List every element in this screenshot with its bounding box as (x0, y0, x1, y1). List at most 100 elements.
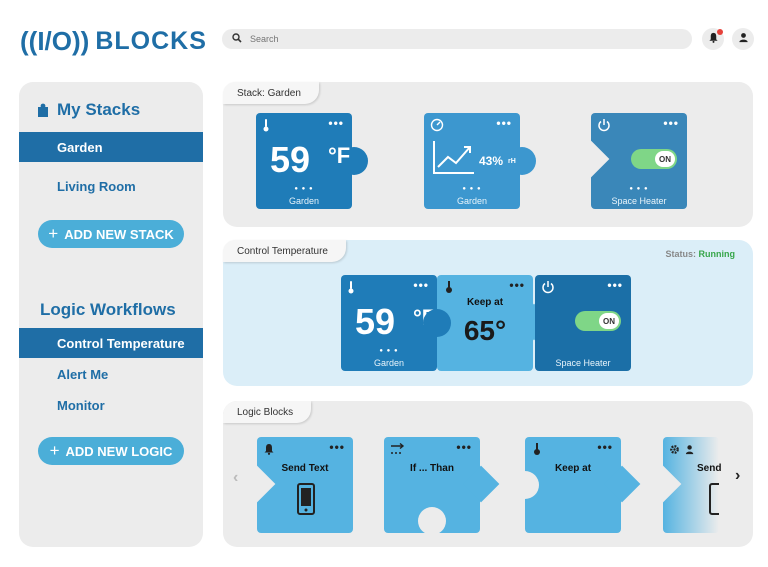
humidity-value: 43% (479, 154, 504, 168)
control-heater-tile[interactable]: ••• ON Space Heater (535, 275, 631, 371)
sidebar-item-garden[interactable]: Garden (19, 132, 203, 162)
more-icon[interactable]: ••• (456, 440, 472, 454)
tile-connector (340, 147, 368, 175)
pager-dots[interactable]: ● ● ● (629, 186, 649, 192)
keep-at-tile[interactable]: ••• Keep at 65° (423, 275, 553, 371)
trend-chart-icon (432, 139, 476, 180)
tile-connector (423, 309, 451, 337)
power-icon (597, 118, 611, 137)
phone-icon (709, 483, 727, 520)
add-logic-label: ADD NEW LOGIC (65, 443, 173, 459)
logic-block-label: If ... Than (410, 463, 454, 474)
toggle-state: ON (655, 151, 675, 167)
logic-block-if-than[interactable]: ••• If ... Than (384, 437, 500, 535)
keep-at-value: 65° (463, 315, 507, 346)
control-panel: Control Temperature Status: Running ••• … (223, 240, 753, 386)
sidebar-item-label: Alert Me (57, 366, 109, 382)
more-icon[interactable]: ••• (413, 278, 429, 292)
logic-block-label: Keep at (554, 463, 592, 474)
add-stack-button[interactable]: + ADD NEW STACK (38, 220, 184, 248)
sidebar-item-label: Garden (57, 139, 103, 155)
heater-toggle[interactable]: ON (631, 149, 677, 169)
scroll-right-button[interactable]: › (735, 467, 741, 484)
tile-label: Garden (456, 196, 488, 206)
my-stacks-heading: My Stacks (37, 100, 140, 120)
thermostat-icon (531, 442, 543, 461)
thermometer-icon (347, 280, 355, 299)
temperature-value: 59 (355, 301, 396, 342)
logo[interactable]: ((I/O)) BLOCKS (20, 22, 207, 60)
logic-block-label: Send (697, 463, 722, 474)
pager-dots[interactable]: ● ● ● (379, 348, 399, 354)
search-bar[interactable] (222, 29, 692, 49)
search-icon (232, 30, 242, 48)
logo-mark: ((I/O)) (20, 25, 90, 56)
logic-block-send-partial[interactable]: Send (644, 437, 727, 533)
more-icon[interactable]: ••• (329, 440, 345, 454)
tile-label: Garden (373, 358, 405, 368)
humidity-tile[interactable]: ••• 43% rH ● ● ● Garden (424, 113, 536, 209)
logic-block-send-text[interactable]: ••• Send Text (238, 437, 353, 533)
logo-text: BLOCKS (95, 26, 207, 55)
bell-icon (263, 442, 275, 460)
tile-label: Garden (288, 196, 320, 206)
logic-block-label: Send Text (281, 463, 329, 474)
user-icon (738, 30, 749, 48)
more-icon[interactable]: ••• (496, 116, 512, 130)
sidebar-item-label: Control Temperature (57, 335, 185, 351)
toggle-state: ON (599, 313, 619, 329)
thermometer-icon (262, 118, 270, 137)
more-icon[interactable]: ••• (328, 116, 344, 130)
puzzle-icon (37, 103, 49, 117)
more-icon[interactable]: ••• (509, 278, 525, 292)
sidebar-item-monitor[interactable]: Monitor (19, 390, 203, 420)
humidity-unit: rH (508, 158, 516, 165)
tile-socket (511, 471, 539, 499)
bell-icon (708, 30, 719, 48)
sidebar-item-living-room[interactable]: Living Room (19, 171, 203, 201)
logic-block-keep-at[interactable]: ••• Keep at (511, 437, 641, 533)
sidebar: My Stacks Garden Living Room + ADD NEW S… (19, 82, 203, 547)
tile-socket (644, 465, 682, 503)
profile-button[interactable] (732, 28, 754, 50)
space-heater-tile[interactable]: ••• ON ● ● ● Space Heater (572, 113, 687, 209)
tile-connector (508, 147, 536, 175)
add-stack-label: ADD NEW STACK (64, 226, 174, 242)
status-label: Status: (665, 249, 696, 259)
more-icon[interactable]: ••• (607, 278, 623, 292)
logic-workflows-heading: Logic Workflows (40, 300, 176, 319)
sidebar-item-label: Living Room (57, 178, 136, 194)
stack-panel: Stack: Garden ••• 59 °F ● ● ● Garden •••… (223, 82, 753, 227)
tile-socket (418, 507, 446, 535)
sidebar-item-label: Monitor (57, 397, 105, 413)
plus-icon: + (48, 224, 59, 243)
logic-panel: Logic Blocks ‹ › ••• Send Text ••• If ..… (223, 401, 753, 547)
keep-at-title: Keep at (466, 297, 504, 308)
power-icon (541, 280, 555, 299)
gear-icon (669, 442, 680, 460)
branch-icon (390, 442, 406, 460)
notifications-button[interactable] (702, 28, 724, 50)
control-panel-tab: Control Temperature (223, 240, 346, 262)
phone-icon (297, 483, 315, 520)
status-value: Running (698, 249, 736, 259)
status-indicator: Status: Running (665, 249, 735, 259)
temperature-tile[interactable]: ••• 59 °F ● ● ● Garden (256, 113, 368, 209)
gauge-icon (430, 118, 444, 137)
pager-dots[interactable]: ● ● ● (462, 186, 482, 192)
temperature-unit: °F (328, 143, 351, 168)
search-input[interactable] (250, 34, 650, 44)
heater-toggle[interactable]: ON (575, 311, 621, 331)
more-icon[interactable]: ••• (663, 116, 679, 130)
sidebar-item-alert-me[interactable]: Alert Me (19, 359, 203, 389)
pager-dots[interactable]: ● ● ● (294, 186, 314, 192)
my-stacks-label: My Stacks (57, 100, 141, 119)
temperature-value: 59 (270, 139, 311, 180)
user-gear-icon (685, 442, 696, 460)
tile-label: Space Heater (611, 196, 667, 206)
sidebar-item-control-temperature[interactable]: Control Temperature (19, 328, 203, 358)
add-logic-button[interactable]: + ADD NEW LOGIC (38, 437, 184, 465)
more-icon[interactable]: ••• (597, 440, 613, 454)
scroll-left-button[interactable]: ‹ (233, 469, 239, 486)
